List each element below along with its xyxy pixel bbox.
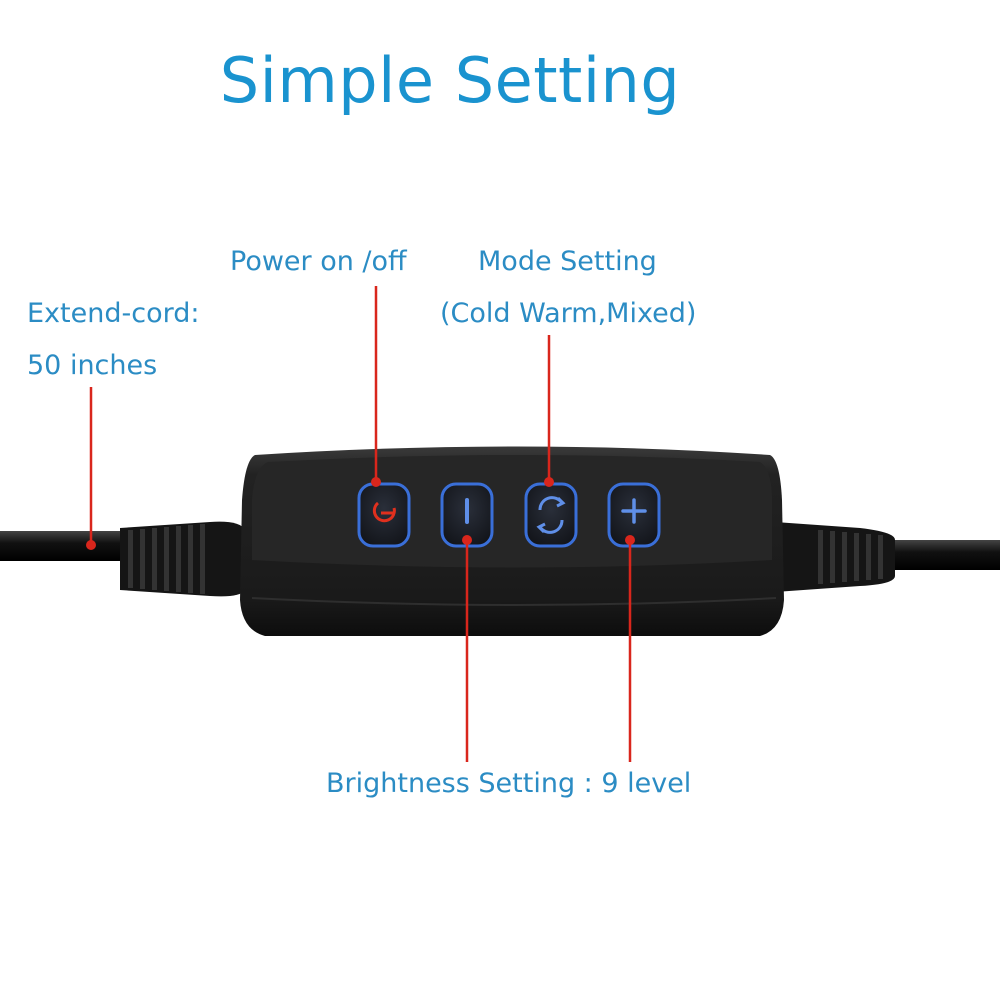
extend-cord-pointer [86,387,96,550]
mode-options-label: (Cold Warm,Mixed) [440,298,697,329]
minus-button[interactable] [440,482,494,548]
cycle-icon [536,496,566,534]
left-cord [0,521,245,597]
brightness-plus-pointer [625,535,635,762]
power-icon [372,501,396,523]
power-label: Power on /off [230,246,407,277]
extend-cord-label: Extend-cord: [27,298,200,329]
brightness-label: Brightness Setting : 9 level [326,768,692,799]
power-pointer [371,286,381,487]
page-title: Simple Setting [219,44,681,117]
plus-icon [621,498,647,524]
power-button[interactable] [357,482,411,548]
mode-button[interactable] [524,482,578,548]
extend-cord-length-label: 50 inches [27,350,158,381]
brightness-minus-pointer [462,535,472,762]
plus-button[interactable] [607,482,661,548]
controller-body [240,446,784,636]
mode-label: Mode Setting [478,246,657,277]
mode-pointer [544,335,554,487]
right-cord [775,522,1000,592]
